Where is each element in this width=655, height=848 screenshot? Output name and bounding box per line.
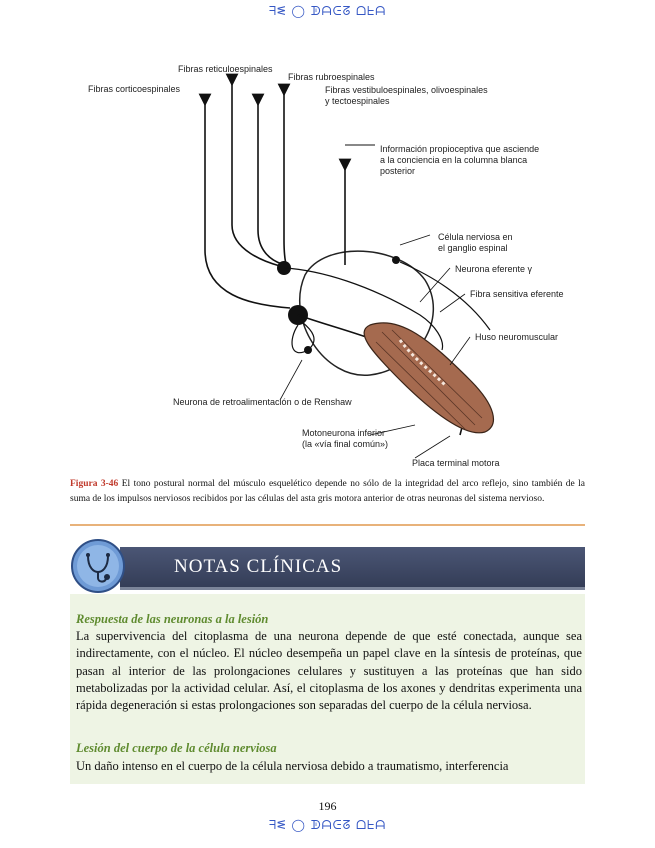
label-reticulo: Fibras reticuloespinales: [178, 64, 273, 74]
label-motoneuron-2: (la «vía final común»): [302, 439, 388, 449]
label-spindle: Huso neuromuscular: [475, 332, 558, 342]
section-divider: [70, 524, 585, 526]
clinical-notes-header: NOTAS CLÍNICAS: [70, 538, 585, 594]
rubro-fiber: [258, 100, 282, 264]
reticulo-fiber: [232, 80, 280, 266]
label-ganglion-2: el ganglio espinal: [438, 243, 508, 253]
renshaw-loop: [292, 322, 314, 353]
label-proprio-2: a la conciencia en la columna blanca: [380, 155, 527, 165]
header-watermark: ᖷᓬ ◯ ᗫᗩᕮᘔ ᗝᖶᗩ: [0, 4, 655, 19]
label-cortico: Fibras corticoespinales: [88, 84, 181, 94]
clinical-notes-title: NOTAS CLÍNICAS: [174, 556, 342, 578]
figure-caption: Figura 3-46 El tono postural normal del …: [70, 477, 585, 507]
footer-watermark: ᖷᓬ ◯ ᗫᗩᕮᘔ ᗝᖶᗩ: [0, 818, 655, 833]
section-text-cell-body-injury: Un daño intenso en el cuerpo de la célul…: [76, 758, 582, 775]
label-sensory: Fibra sensitiva eferente: [470, 289, 564, 299]
ganglion-cell: [392, 256, 400, 264]
reflex-arc-svg: Fibras reticuloespinales Fibras rubroesp…: [70, 40, 590, 472]
section-text-neuron-response: La supervivencia del citoplasma de una n…: [76, 628, 582, 714]
cortico-fiber: [205, 100, 290, 308]
page-number: 196: [0, 799, 655, 814]
label-vestibulo-1: Fibras vestibuloespinales, olivoespinale…: [325, 85, 488, 95]
label-renshaw: Neurona de retroalimentación o de Rensha…: [173, 397, 352, 407]
label-rubro: Fibras rubroespinales: [288, 72, 375, 82]
stethoscope-icon: [70, 538, 126, 594]
caption-text: El tono postural normal del músculo esqu…: [70, 479, 585, 504]
section-title-cell-body-injury: Lesión del cuerpo de la célula nerviosa: [76, 741, 277, 756]
label-motoneuron-1: Motoneurona inferior: [302, 428, 385, 438]
section-title-neuron-response: Respuesta de las neuronas a la lesión: [76, 612, 268, 627]
label-endplate: Placa terminal motora: [412, 458, 500, 468]
figure-reflex-arc-diagram: Fibras reticuloespinales Fibras rubroesp…: [70, 40, 590, 472]
label-efferent: Neurona eferente γ: [455, 264, 533, 274]
label-ganglion-1: Célula nerviosa en: [438, 232, 513, 242]
label-proprio-1: Información propioceptiva que asciende: [380, 144, 539, 154]
label-proprio-3: posterior: [380, 166, 415, 176]
clinical-notes-box: Respuesta de las neuronas a la lesión La…: [70, 594, 585, 784]
vestibulo-fiber: [284, 90, 287, 268]
label-vestibulo-2: y tectoespinales: [325, 96, 390, 106]
figure-reference: Figura 3-46: [70, 479, 118, 489]
